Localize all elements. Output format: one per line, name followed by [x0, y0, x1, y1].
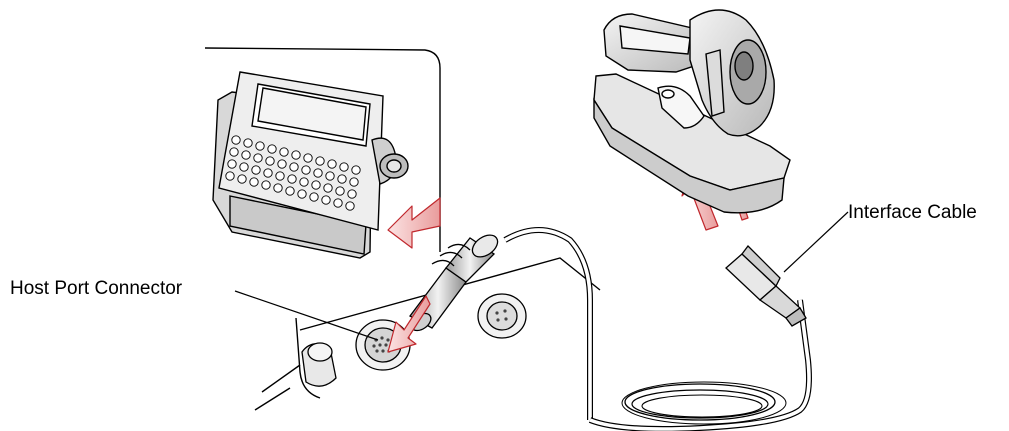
port-knob [302, 343, 336, 386]
auxiliary-port-socket [478, 294, 526, 338]
interface-cable-label: Interface Cable [848, 203, 977, 222]
interface-cable-leader-line [784, 212, 848, 272]
host-port-connector-label: Host Port Connector [10, 279, 182, 298]
mobile-terminal-icon [213, 72, 408, 258]
rj45-plug-icon [726, 246, 806, 326]
cable-assembly [505, 230, 809, 429]
insert-arrow-icon [388, 198, 440, 248]
host-port-leader-line [235, 291, 378, 340]
